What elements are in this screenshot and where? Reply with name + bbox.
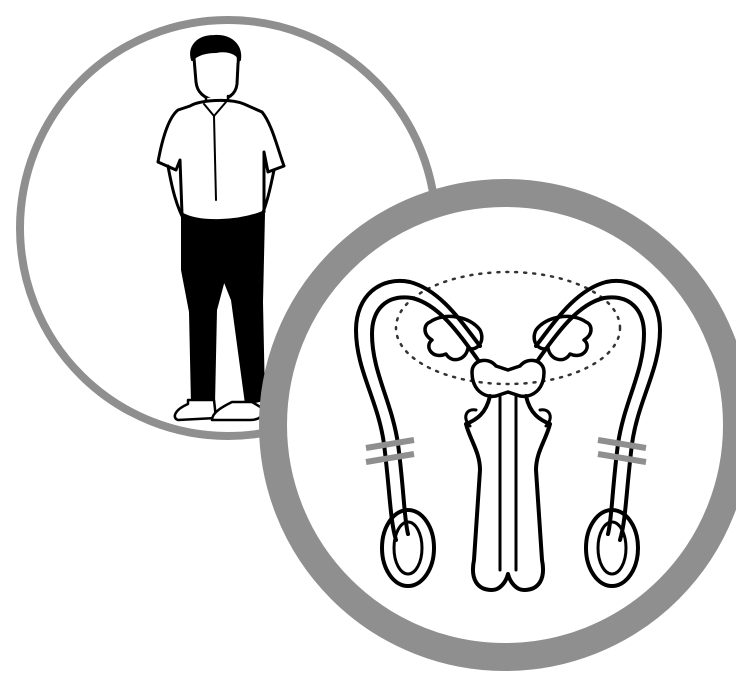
anatomy-circle [273,193,736,657]
anatomy-circle-ring [273,193,736,657]
